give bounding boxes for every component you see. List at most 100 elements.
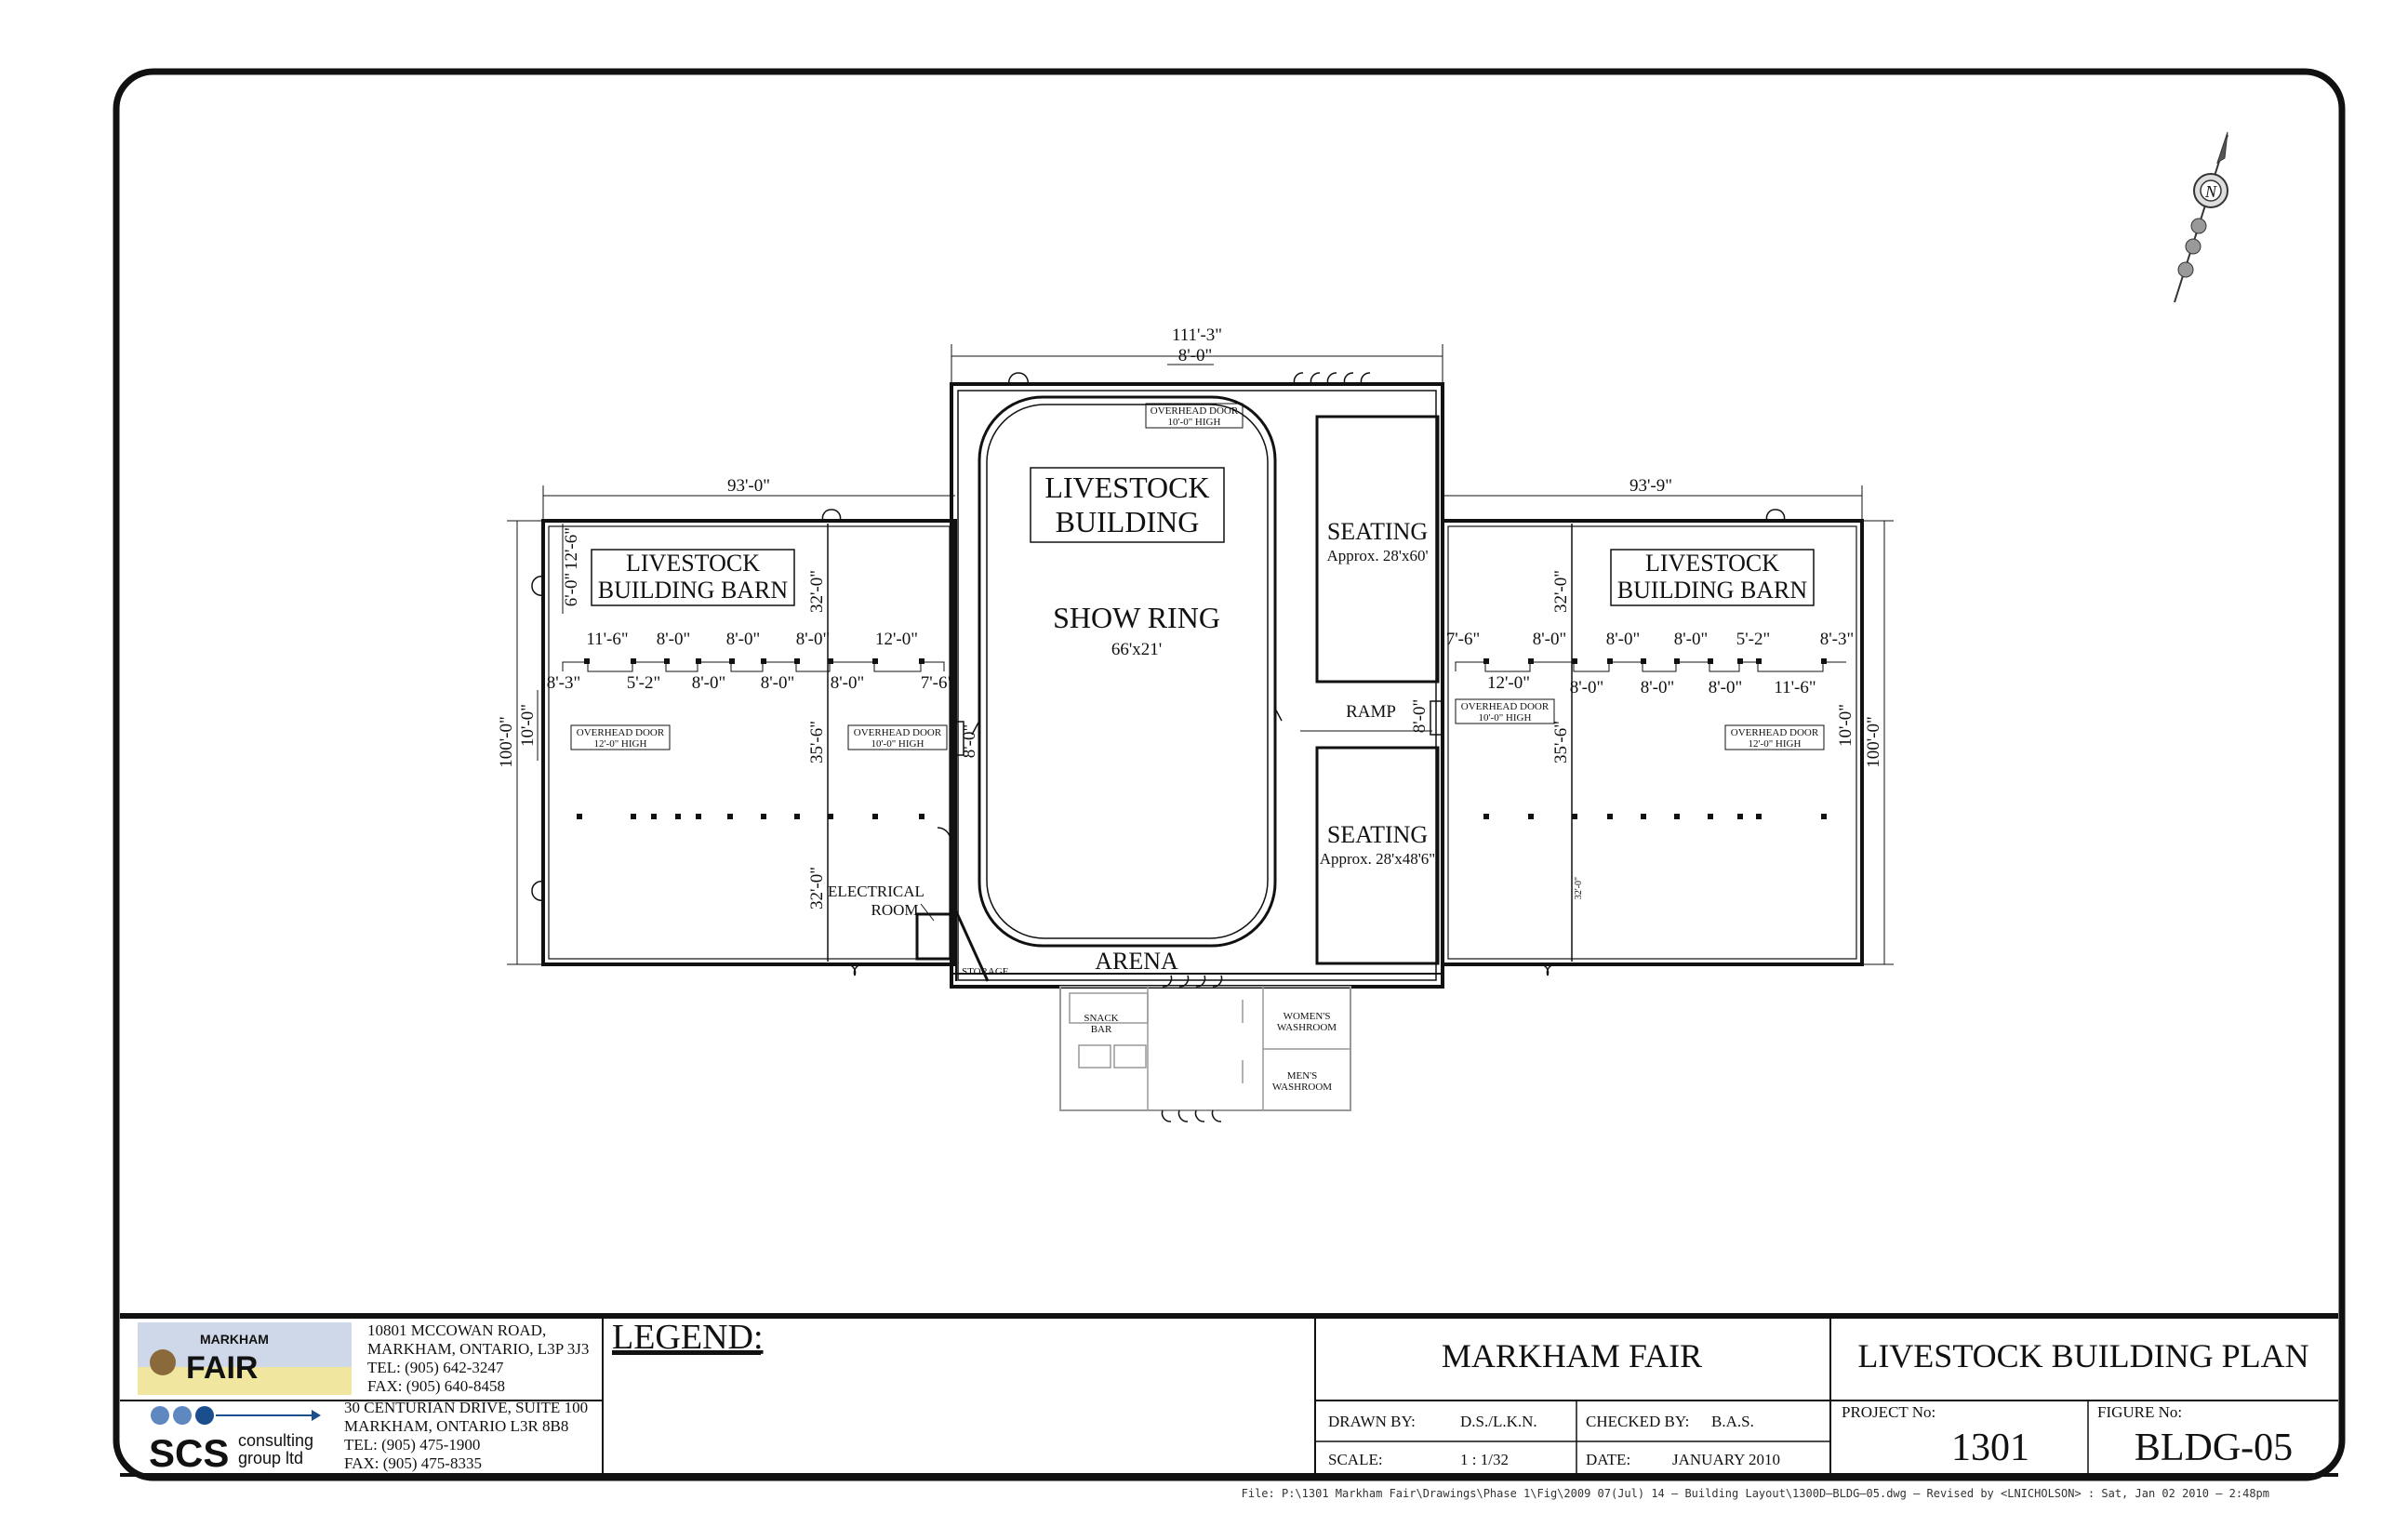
show-ring-outline bbox=[978, 395, 1277, 948]
fair-address-line1: 10801 MCCOWAN ROAD, bbox=[367, 1321, 546, 1339]
scs-address-line1: 30 CENTURIAN DRIVE, SUITE 100 bbox=[344, 1399, 588, 1416]
right-dim-32-top: 32'-0" bbox=[1551, 570, 1571, 613]
left-lower-dims: 8'-3" 5'-2" 8'-0" 8'-0" 8'-0" 7'-6" bbox=[547, 673, 955, 693]
right-upper-dims: 7'-6" 8'-0" 8'-0" 8'-0" 5'-2" 8'-3" bbox=[1446, 630, 1855, 649]
sheet-border bbox=[113, 68, 2346, 1481]
right-lower-dim-3: 8'-0" bbox=[1709, 678, 1743, 697]
electrical-room bbox=[915, 912, 956, 961]
top-overhead-door-line1: OVERHEAD DOOR bbox=[1151, 405, 1239, 417]
left-upper-dim-3: 8'-0" bbox=[796, 630, 831, 649]
left-lower-dim-4: 8'-0" bbox=[831, 673, 865, 693]
checked-by-value: B.A.S. bbox=[1711, 1413, 1754, 1430]
womens-washroom-line1: WOMEN'S bbox=[1284, 1011, 1331, 1022]
legend-heading: LEGEND: bbox=[612, 1318, 764, 1357]
sheet-title: LIVESTOCK BUILDING PLAN bbox=[1857, 1337, 2308, 1374]
title-block bbox=[120, 1313, 2338, 1477]
left-door-dim: 8'-0" bbox=[960, 724, 979, 759]
right-inner-overhead-door-line2: 10'-0" HIGH bbox=[1479, 712, 1532, 724]
markham-fair-logo: MARKHAM FAIR bbox=[138, 1322, 352, 1395]
fair-address-line2: MARKHAM, ONTARIO, L3P 3J3 bbox=[367, 1340, 589, 1358]
scale-label: SCALE: bbox=[1328, 1451, 1383, 1468]
seating-bottom-label: SEATING bbox=[1327, 821, 1428, 848]
right-overhead-door-line2: 12'-0" HIGH bbox=[1749, 738, 1802, 750]
drawn-by-value: D.S./L.K.N. bbox=[1460, 1413, 1537, 1430]
fair-logo-line2: FAIR bbox=[186, 1350, 258, 1386]
overall-width-dimension: 111'-3" bbox=[1172, 325, 1222, 345]
left-overhead-door-line2: 12'-0" HIGH bbox=[594, 738, 647, 750]
left-height-dimension: 100'-0" bbox=[497, 716, 516, 768]
left-dim-10: 10'-0" bbox=[518, 704, 538, 747]
left-barn-title-box bbox=[591, 549, 795, 606]
show-ring-size: 66'x21' bbox=[1111, 640, 1162, 659]
top-door-dimension: 8'-0" bbox=[1178, 346, 1213, 365]
seating-top-label: SEATING bbox=[1327, 518, 1428, 545]
left-dim-32-bot: 32'-0" bbox=[807, 867, 827, 909]
storage-label: STORAGE bbox=[962, 966, 1009, 977]
left-dim-32-top: 32'-0" bbox=[807, 570, 827, 613]
left-inner-overhead-door-line2: 10'-0" HIGH bbox=[871, 738, 924, 750]
show-ring-label: SHOW RING bbox=[1053, 601, 1220, 634]
left-dim-6: 6'-0" bbox=[562, 573, 581, 607]
center-title-line1: LIVESTOCK bbox=[1044, 471, 1209, 504]
checked-by-label: CHECKED BY: bbox=[1586, 1413, 1689, 1430]
left-upper-dim-0: 11'-6" bbox=[586, 630, 628, 649]
left-lower-dim-0: 8'-3" bbox=[547, 673, 581, 693]
left-lower-dim-1: 5'-2" bbox=[627, 673, 661, 693]
figure-label: FIGURE No: bbox=[2097, 1403, 2182, 1421]
floor-plan bbox=[507, 344, 1894, 1122]
electrical-room-line2: ROOM bbox=[871, 901, 918, 919]
right-upper-dim-3: 8'-0" bbox=[1674, 630, 1709, 649]
scs-address-line3: TEL: (905) 475-1900 bbox=[344, 1436, 480, 1454]
seating-top-size: Approx. 28'x60' bbox=[1326, 547, 1428, 564]
stall-posts bbox=[577, 658, 1827, 819]
right-dim-32-bot: 32'-0" bbox=[1574, 877, 1584, 899]
right-width-dimension: 93'-9" bbox=[1629, 476, 1672, 496]
scs-logo-sub2: group ltd bbox=[238, 1449, 303, 1467]
right-barn-title-line2: BUILDING BARN bbox=[1617, 577, 1808, 604]
client-name: MARKHAM FAIR bbox=[1442, 1337, 1702, 1374]
fair-logo-line1: MARKHAM bbox=[200, 1332, 269, 1347]
fair-address-line3: TEL: (905) 642-3247 bbox=[367, 1359, 504, 1376]
left-width-dimension: 93'-0" bbox=[727, 476, 770, 496]
fair-address-line4: FAX: (905) 640-8458 bbox=[367, 1377, 505, 1395]
right-inner-overhead-door-line1: OVERHEAD DOOR bbox=[1461, 701, 1550, 712]
ramp-label: RAMP bbox=[1346, 702, 1396, 722]
right-lower-dim-2: 8'-0" bbox=[1641, 678, 1675, 697]
right-dim-35-6: 35'-6" bbox=[1551, 721, 1571, 763]
left-dim-12-6: 12'-6" bbox=[562, 527, 581, 570]
right-overhead-door-line1: OVERHEAD DOOR bbox=[1731, 727, 1819, 738]
left-lower-dim-5: 7'-6" bbox=[921, 673, 955, 693]
north-arrow-icon: N bbox=[2174, 131, 2228, 303]
file-path: File: P:\1301 Markham Fair\Drawings\Phas… bbox=[1242, 1487, 2269, 1500]
right-dim-10: 10'-0" bbox=[1836, 704, 1856, 747]
center-title-line2: BUILDING bbox=[1056, 505, 1200, 538]
scs-address-line4: FAX: (905) 475-8335 bbox=[344, 1454, 482, 1472]
right-lower-dims: 12'-0" 8'-0" 8'-0" 8'-0" 11'-6" bbox=[1487, 673, 1816, 697]
seating-bottom-size: Approx. 28'x48'6" bbox=[1320, 850, 1436, 868]
left-overhead-door-line1: OVERHEAD DOOR bbox=[577, 727, 665, 738]
left-upper-dim-4: 12'-0" bbox=[875, 630, 918, 649]
left-upper-dim-1: 8'-0" bbox=[657, 630, 691, 649]
date-value: JANUARY 2010 bbox=[1672, 1451, 1780, 1468]
fair-address: 10801 MCCOWAN ROAD, MARKHAM, ONTARIO, L3… bbox=[367, 1321, 589, 1395]
right-upper-dim-4: 5'-2" bbox=[1736, 630, 1771, 649]
scale-value: 1 : 1/32 bbox=[1460, 1451, 1509, 1468]
right-height-dimension: 100'-0" bbox=[1864, 716, 1883, 768]
left-barn-wall bbox=[541, 519, 957, 966]
drawn-by-label: DRAWN BY: bbox=[1328, 1413, 1416, 1430]
figure-number: BLDG-05 bbox=[2135, 1427, 2293, 1469]
left-upper-dim-2: 8'-0" bbox=[726, 630, 761, 649]
scs-logo-sub1: consulting bbox=[238, 1431, 313, 1450]
snack-bar-line2: BAR bbox=[1091, 1024, 1112, 1035]
right-barn-title-box bbox=[1610, 549, 1815, 606]
left-dim-35-6: 35'-6" bbox=[807, 721, 827, 763]
left-inner-overhead-door-line1: OVERHEAD DOOR bbox=[854, 727, 942, 738]
compass-letter: N bbox=[2204, 182, 2217, 201]
right-upper-dim-2: 8'-0" bbox=[1606, 630, 1641, 649]
project-number: 1301 bbox=[1951, 1427, 2029, 1469]
right-barn-wall bbox=[1441, 519, 1864, 966]
mens-washroom-line2: WASHROOM bbox=[1272, 1082, 1332, 1093]
project-label: PROJECT No: bbox=[1842, 1403, 1935, 1421]
mens-washroom-line1: MEN'S bbox=[1287, 1070, 1318, 1082]
